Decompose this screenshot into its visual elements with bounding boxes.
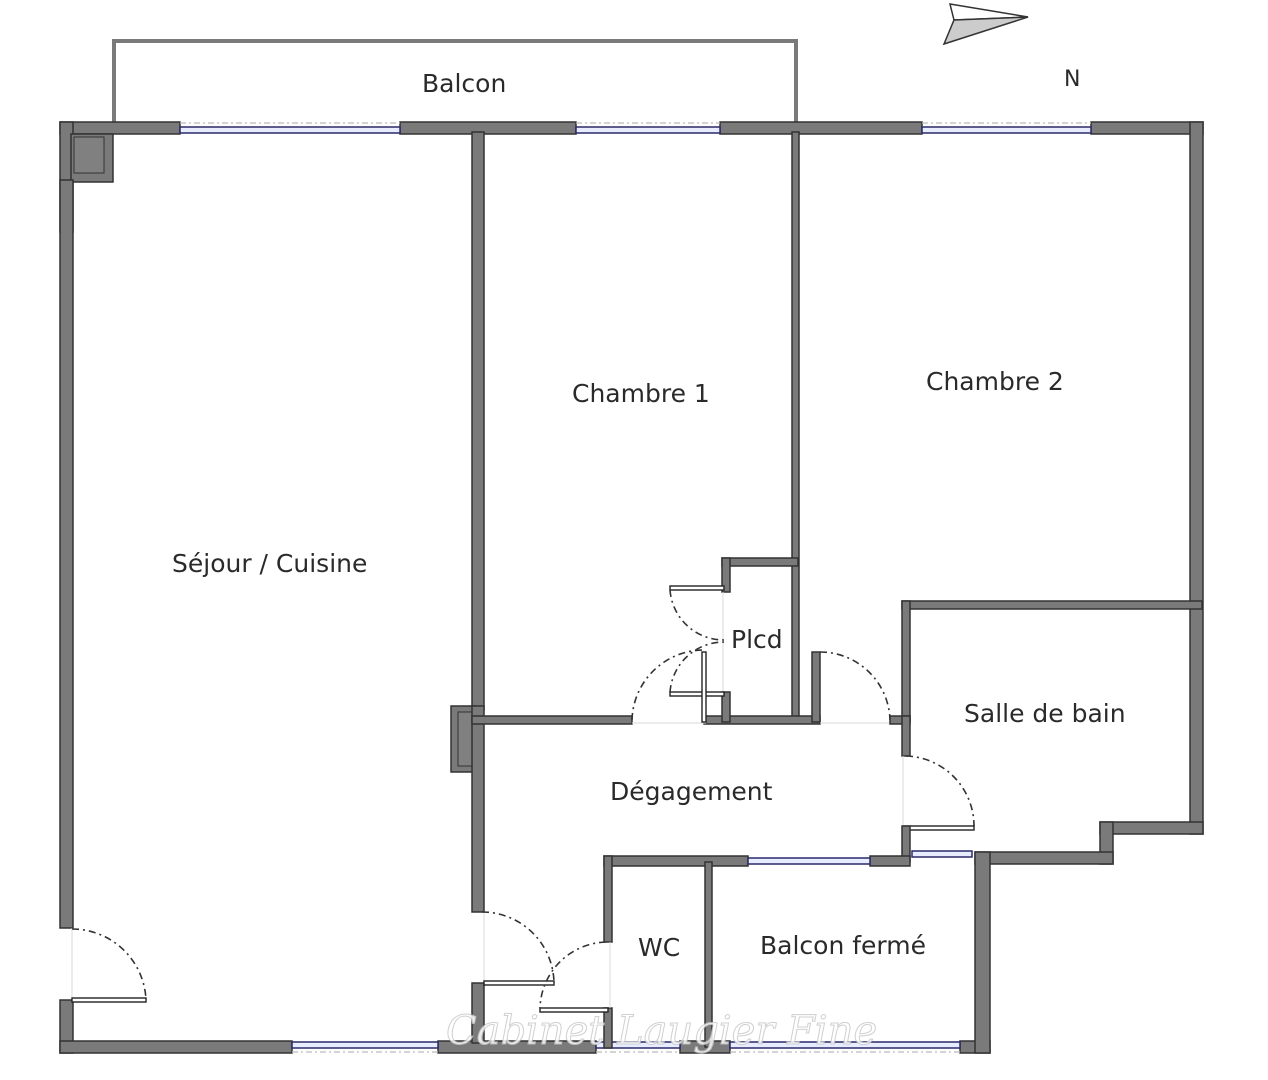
wall-sejour-degagement bbox=[471, 705, 485, 913]
north-arrow-icon bbox=[942, 3, 1029, 46]
exterior-wall-balcon-ferme-right bbox=[974, 851, 991, 1054]
exterior-wall-left bbox=[59, 179, 74, 929]
compass-label: N bbox=[1064, 67, 1080, 92]
balcony-outline bbox=[112, 39, 798, 124]
watermark: Cabinet Laugier Fine bbox=[446, 1008, 877, 1054]
wall-degagement-bottom-right bbox=[869, 855, 911, 867]
wc-door[interactable] bbox=[539, 941, 611, 1013]
wall-degagement-bottom bbox=[603, 855, 749, 867]
room-label-placard: Plcd bbox=[731, 625, 783, 654]
chambre2-door[interactable] bbox=[819, 651, 891, 724]
room-label-salle-de-bain: Salle de bain bbox=[964, 699, 1126, 728]
duct-icon bbox=[73, 136, 105, 174]
column-icon bbox=[457, 711, 473, 767]
wall-sejour-degagement-lower bbox=[471, 982, 485, 1044]
degagement-sejour-door[interactable] bbox=[481, 911, 555, 986]
chambre1-door[interactable] bbox=[631, 649, 707, 724]
wall-wc-left bbox=[603, 855, 613, 943]
wall-wc-balcon-ferme bbox=[704, 861, 713, 1048]
salle-de-bain-door[interactable] bbox=[902, 755, 975, 831]
room-label-degagement: Dégagement bbox=[610, 777, 773, 806]
wall-placard-lower-jamb bbox=[721, 691, 731, 723]
wall-sejour-chambre1 bbox=[471, 131, 485, 711]
exterior-wall-right bbox=[1189, 121, 1204, 835]
window-top-chambre1 bbox=[575, 122, 721, 134]
wall-jamb-chambre2-door bbox=[811, 651, 821, 723]
room-label-balcon: Balcon bbox=[422, 69, 506, 98]
wall-chambre1-chambre2 bbox=[791, 131, 800, 723]
exterior-wall-step-1 bbox=[1099, 821, 1204, 835]
window-bottom-wc bbox=[595, 1041, 681, 1053]
wall-placard-top bbox=[721, 557, 799, 567]
room-label-sejour: Séjour / Cuisine bbox=[172, 549, 367, 578]
window-bottom-balcon-ferme bbox=[729, 1041, 961, 1053]
room-label-chambre2: Chambre 2 bbox=[926, 367, 1064, 396]
wall-placard-notch bbox=[721, 557, 731, 593]
room-label-chambre1: Chambre 1 bbox=[572, 379, 710, 408]
entry-door[interactable] bbox=[71, 928, 147, 1003]
window-balcon-ferme-top bbox=[747, 857, 871, 865]
placard-door[interactable] bbox=[669, 585, 725, 697]
room-label-balcon-ferme: Balcon fermé bbox=[760, 931, 926, 960]
wall-chambre2-sdb bbox=[901, 600, 1203, 610]
window-bottom-sejour bbox=[291, 1041, 439, 1053]
window-sdb bbox=[911, 850, 973, 858]
exterior-wall-step-3 bbox=[974, 851, 1114, 865]
wall-sdb-left-upper bbox=[901, 600, 911, 722]
window-top-chambre2 bbox=[921, 122, 1092, 134]
room-label-wc: WC bbox=[638, 933, 680, 962]
window-top-sejour bbox=[179, 122, 401, 134]
wall-chambre1-bottom bbox=[471, 715, 633, 725]
wall-sdb-left-mid bbox=[901, 715, 911, 757]
